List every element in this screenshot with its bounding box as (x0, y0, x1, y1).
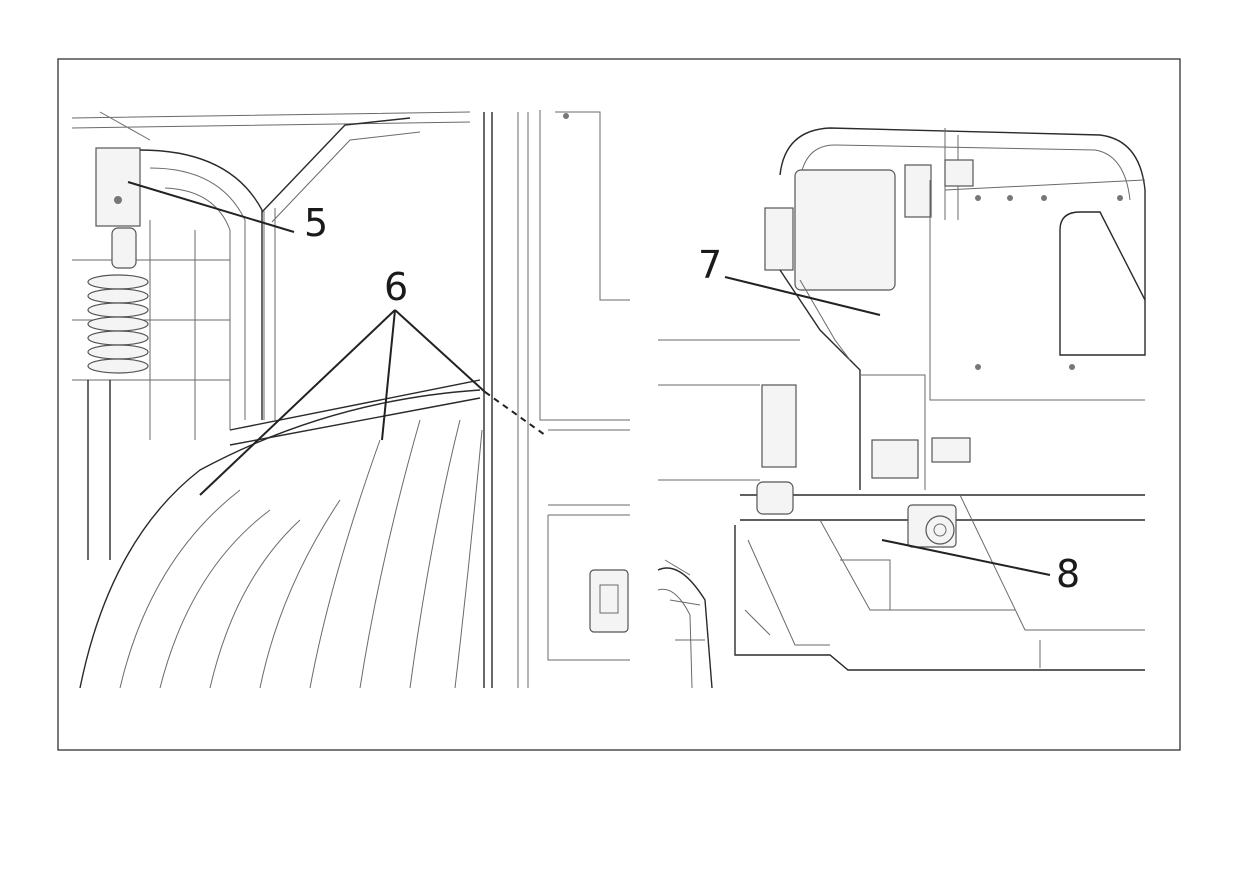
left-panel-illustration (71, 110, 630, 689)
figure-frame (57, 58, 1181, 751)
leader-line-5 (127, 181, 295, 233)
leader-line-8 (881, 539, 1051, 576)
callout-7: 7 (698, 243, 722, 287)
callout-8: 8 (1056, 552, 1080, 596)
leader-line-7 (724, 276, 881, 316)
leader-line-6a (199, 309, 396, 496)
callout-6: 6 (384, 265, 408, 309)
leader-line-6c (394, 309, 486, 393)
callout-5: 5 (304, 201, 328, 245)
leader-line-6b (381, 309, 396, 441)
right-panel-illustration (657, 127, 1146, 689)
